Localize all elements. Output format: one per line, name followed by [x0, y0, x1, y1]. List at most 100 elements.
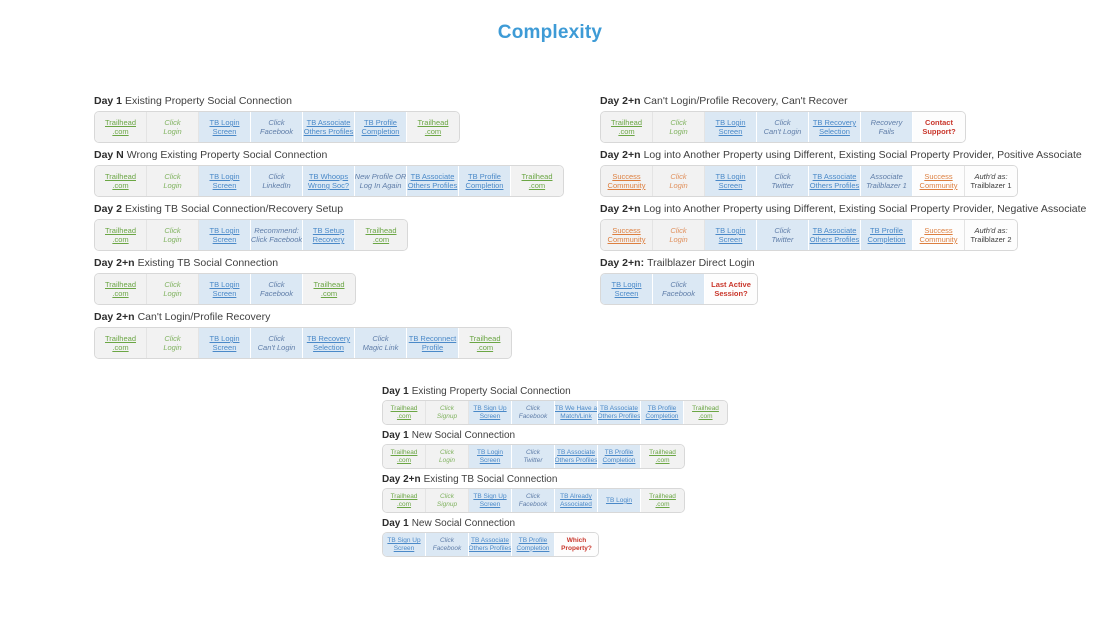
- cell-line: Click: [670, 226, 687, 235]
- cell-line: Twitter: [771, 235, 794, 244]
- cell-line: Property?: [561, 544, 592, 552]
- cell-line: TB Login: [715, 118, 746, 127]
- cell-line: Click: [774, 172, 791, 181]
- cell-line: TB Login: [476, 449, 504, 456]
- cell-line: Completion: [867, 235, 906, 244]
- cell-line: Click: [670, 280, 687, 289]
- cell-line: Others Profiles: [303, 127, 354, 136]
- flow-day-label: Day 2+n: [600, 95, 641, 107]
- flow-step-cell: Trailhead.com: [407, 112, 459, 142]
- cell-line: Others Profiles: [809, 181, 860, 190]
- cell-line: Click: [439, 493, 455, 500]
- cell-line: Click: [164, 226, 181, 235]
- flow-label: Existing TB Social Connection: [137, 257, 279, 269]
- flow-step-cell: Recommend:Click Facebook: [251, 220, 303, 250]
- cell-line: TB Associate: [410, 172, 455, 181]
- flow-day-label: Day 1: [382, 430, 409, 441]
- cell-line: Last Active: [711, 280, 751, 289]
- cell-line: .com: [396, 412, 412, 420]
- flow-step-cell: Auth'd as:Trailblazer 1: [965, 166, 1017, 196]
- cell-line: Others Profiles: [598, 412, 641, 420]
- cell-line: Community: [919, 235, 958, 244]
- flow-day-label: Day 2+n: [600, 149, 641, 161]
- cell-line: Recommend:: [254, 226, 299, 235]
- cell-line: Trailhead: [365, 226, 397, 235]
- cell-line: TB Login: [209, 118, 240, 127]
- cell-line: .com: [112, 343, 129, 352]
- cell-line: Screen: [212, 289, 237, 298]
- cell-line: Trailhead: [611, 118, 642, 127]
- flow-title: Day 2+n:Trailblazer Direct Login: [600, 257, 1086, 270]
- cell-line: Completion: [465, 181, 504, 190]
- cell-line: Login: [163, 181, 182, 190]
- cell-line: TB Associate: [812, 226, 857, 235]
- flow-step-cell: Trailhead.com: [383, 489, 426, 512]
- flow-step-cell: Trailhead.com: [641, 445, 684, 468]
- cell-line: Completion: [361, 127, 400, 136]
- cell-line: TB Associate: [812, 172, 857, 181]
- cell-line: .com: [528, 181, 546, 190]
- cell-line: Support?: [922, 127, 956, 136]
- cell-line: Click: [164, 118, 181, 127]
- cell-line: Trailhead: [390, 449, 418, 456]
- cell-line: Trailhead: [649, 449, 676, 456]
- cell-line: Trailhead: [469, 334, 501, 343]
- cell-line: Click: [439, 405, 455, 412]
- cell-line: TB Login: [209, 172, 240, 181]
- cell-line: TB Whoops: [308, 172, 349, 181]
- flow-day-label: Day 2: [94, 203, 123, 215]
- flow-label: Wrong Existing Property Social Connectio…: [126, 149, 328, 161]
- cell-line: New Profile OR: [355, 172, 407, 181]
- cell-line: TB Associate: [306, 118, 351, 127]
- cell-line: Trailblazer 2: [970, 235, 1012, 244]
- cell-line: Click Facebook: [251, 235, 303, 244]
- cell-line: Session?: [714, 289, 748, 298]
- cell-line: Login: [439, 456, 455, 464]
- cell-line: Login: [669, 235, 688, 244]
- cell-line: Screen: [212, 343, 237, 352]
- cell-line: Click: [525, 449, 541, 456]
- cell-line: Success: [924, 172, 953, 181]
- flow-step-cell: Trailhead.com: [355, 220, 407, 250]
- cell-line: Click: [525, 493, 541, 500]
